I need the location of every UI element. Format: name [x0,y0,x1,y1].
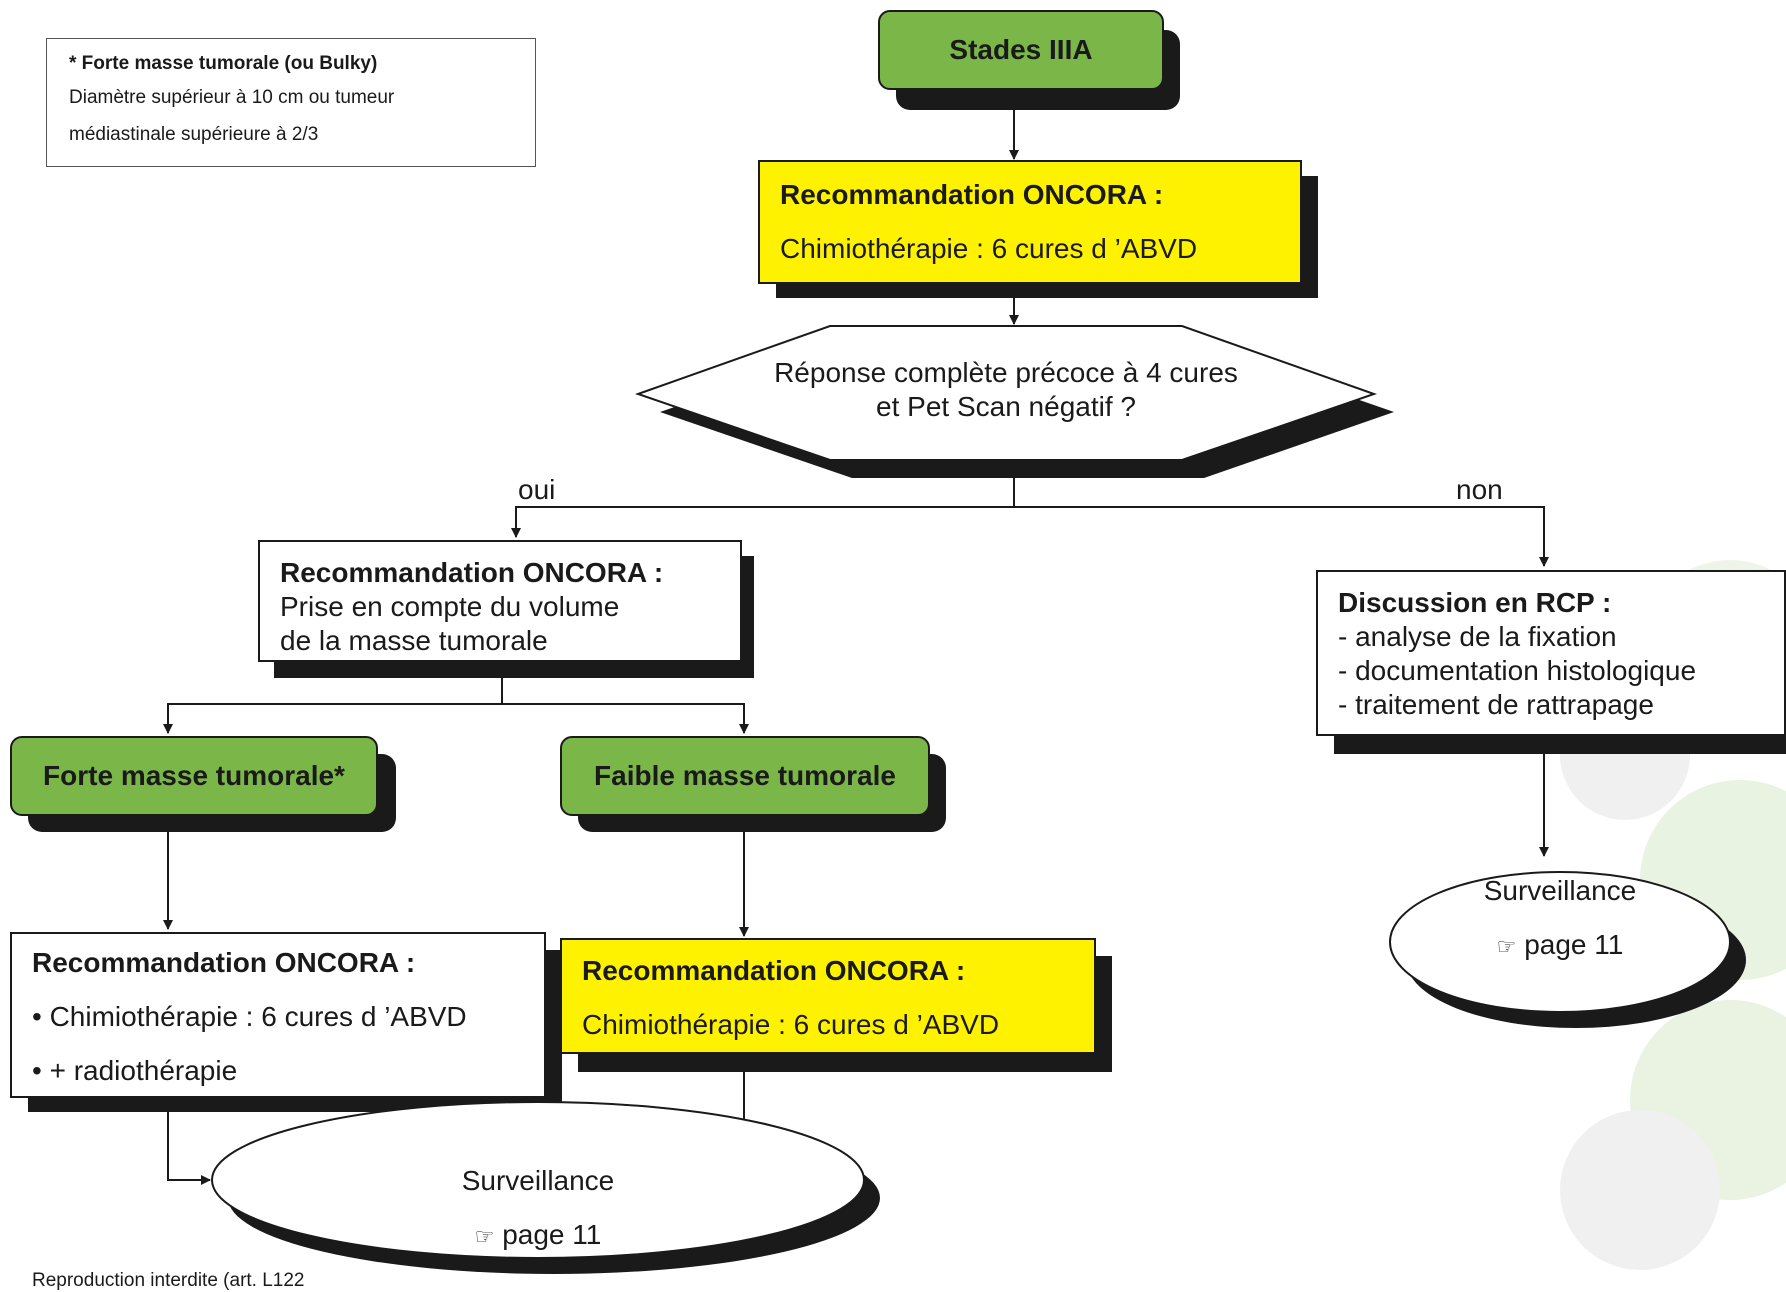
reco-forte-title: Recommandation ONCORA : [32,947,416,978]
arrow-non [1014,506,1549,567]
surveillance-page-link[interactable]: ☞ page 11 [1390,928,1730,964]
surveillance-bottom: Surveillance ☞ page 11 [338,1164,738,1254]
reco-top-box: Recommandation ONCORA : Chimiothérapie :… [758,160,1302,284]
branch-label-no: non [1456,474,1503,505]
faible-box: Faible masse tumorale [560,736,930,816]
branch-label-yes: oui [518,474,556,505]
definition-note: * Forte masse tumorale (ou Bulky) Diamèt… [46,38,536,167]
arrow-reco-forte-to-surveillance [167,1098,211,1185]
reco-forte-line: • Chimiothérapie : 6 cures d ’ABVD [32,1001,467,1032]
arrow-to-faible [502,703,749,734]
footer-text: Reproduction interdite (art. L122 [32,1270,305,1291]
reco-volume-line: de la masse tumorale [280,625,548,656]
reco-forte-box: Recommandation ONCORA : • Chimiothérapie… [10,932,546,1098]
pointing-hand-icon: ☞ [474,1224,495,1249]
rcp-item: - traitement de rattrapage [1338,689,1654,720]
rcp-item: - analyse de la fixation [1338,621,1617,652]
faible-label: Faible masse tumorale [594,760,896,791]
arrow-oui [511,470,1015,538]
rcp-title: Discussion en RCP : [1338,587,1612,618]
reco-volume-line: Prise en compte du volume [280,591,620,622]
decision-line: Réponse complète précoce à 4 cures [774,357,1238,388]
note-title: * Forte masse tumorale (ou Bulky) [69,53,378,74]
reco-volume-box: Recommandation ONCORA : Prise en compte … [258,540,742,662]
rcp-box: Discussion en RCP : - analyse de la fixa… [1316,570,1786,736]
decision-text: Réponse complète précoce à 4 cures et Pe… [700,356,1312,424]
decision-line: et Pet Scan négatif ? [876,391,1136,422]
reco-forte-line: • + radiothérapie [32,1055,238,1086]
reco-top-text: Chimiothérapie : 6 cures d ’ABVD [780,233,1198,264]
stage-box: Stades IIIA [878,10,1164,90]
reco-top-title: Recommandation ONCORA : [780,179,1164,210]
note-line: médiastinale supérieure à 2/3 [69,124,319,145]
forte-box: Forte masse tumorale* [10,736,378,816]
surveillance-title: Surveillance [461,1165,615,1196]
reco-faible-title: Recommandation ONCORA : [582,955,966,986]
pointing-hand-icon: ☞ [1496,934,1517,959]
reco-faible-box: Recommandation ONCORA : Chimiothérapie :… [560,938,1096,1054]
surveillance-title: Surveillance [1483,875,1637,906]
reco-volume-title: Recommandation ONCORA : [280,557,664,588]
surveillance-page-link[interactable]: ☞ page 11 [338,1218,738,1254]
reco-faible-text: Chimiothérapie : 6 cures d ’ABVD [582,1009,1000,1040]
rcp-item: - documentation histologique [1338,655,1697,686]
note-line: Diamètre supérieur à 10 cm ou tumeur [69,87,395,108]
arrow-to-forte [163,662,503,734]
surveillance-page: page 11 [1524,929,1624,960]
surveillance-right: Surveillance ☞ page 11 [1390,874,1730,964]
surveillance-page: page 11 [502,1219,602,1250]
stage-label: Stades IIIA [949,34,1093,65]
forte-label: Forte masse tumorale* [43,760,345,791]
decorative-circle [1560,1110,1720,1270]
